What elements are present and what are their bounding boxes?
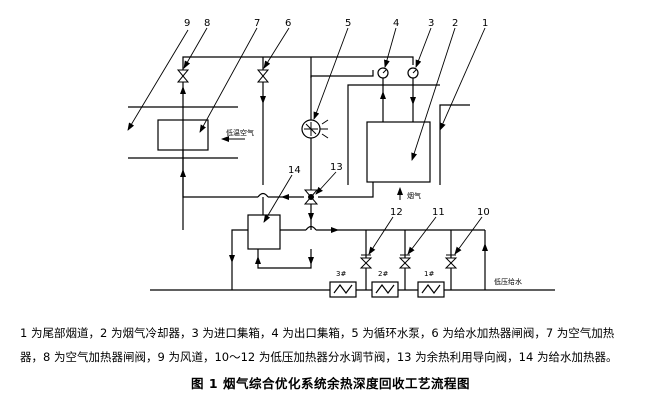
leader-6 [263, 27, 290, 69]
label-2: 2 [452, 18, 458, 29]
leader-11 [407, 216, 437, 255]
label-10: 10 [477, 207, 490, 218]
leader-9 [127, 29, 189, 131]
leader-4 [384, 27, 397, 68]
label-14: 14 [288, 165, 301, 176]
crossover-hop-2 [305, 225, 317, 231]
pump-impeller [304, 122, 318, 136]
feedwater-heater [247, 214, 281, 250]
valve-8-icon [176, 69, 190, 83]
return-line-cooler [318, 182, 374, 198]
crossover-hop [257, 192, 269, 198]
valve-6-icon [256, 69, 270, 83]
tail-flue-wall-right [439, 104, 470, 185]
figure-legend-line-1: 1 为尾部烟道，2 为烟气冷却器，3 为进口集箱，4 为出口集箱，5 为循环水泵… [20, 326, 615, 340]
valve-10-icon [444, 257, 458, 269]
label-12: 12 [390, 207, 403, 218]
label-4: 4 [393, 18, 399, 29]
label-11: 11 [432, 207, 445, 218]
leader-3 [415, 27, 432, 68]
leader-8 [183, 27, 208, 69]
pump-motor-lines [320, 119, 329, 139]
leader-10 [454, 216, 483, 255]
label-8: 8 [204, 18, 210, 29]
lp-heater-3-label: 3# [336, 270, 346, 278]
leader-7 [199, 27, 258, 133]
low-temp-air-label: 低温空气 [226, 128, 254, 137]
lp-heater-2-coil [375, 284, 395, 294]
lp-feedwater-label: 低压给水 [494, 277, 522, 286]
outlet-header-line [310, 70, 374, 78]
fw-heater-bottom-loop [257, 249, 312, 269]
label-13: 13 [330, 162, 343, 173]
valve-11-icon [398, 257, 412, 269]
figure-title: 图 1 烟气综合优化系统余热深度回收工艺流程图 [191, 376, 470, 391]
leader-12 [368, 216, 394, 255]
leader-5 [313, 27, 349, 120]
leader-2 [411, 27, 456, 161]
valve-12-icon [359, 257, 373, 269]
valve-13-ball [308, 194, 314, 200]
lp-heater-3-coil [333, 284, 353, 294]
tail-flue-wall-left [347, 84, 440, 185]
lp-heater-1-coil [421, 284, 441, 294]
leader-13 [315, 171, 337, 195]
leader-1 [439, 27, 486, 131]
label-3: 3 [428, 18, 434, 29]
air-heater-return [182, 150, 258, 198]
lp-loop-left [231, 229, 248, 290]
label-1: 1 [482, 18, 488, 29]
figure-legend-line-2: 器，8 为空气加热器闸阀，9 为风道，10～12 为低压加热器分水调节阀，13 … [20, 350, 618, 364]
label-7: 7 [254, 18, 260, 29]
leader-14 [263, 174, 293, 223]
lp-heater-2-label: 2# [378, 270, 388, 278]
label-9: 9 [184, 18, 190, 29]
label-5: 5 [345, 18, 351, 29]
top-header-line [182, 56, 414, 230]
label-6: 6 [285, 18, 291, 29]
flue-gas-cooler [366, 121, 431, 183]
lp-heater-1-label: 1# [424, 270, 434, 278]
flue-gas-label: 烟气 [407, 191, 421, 200]
